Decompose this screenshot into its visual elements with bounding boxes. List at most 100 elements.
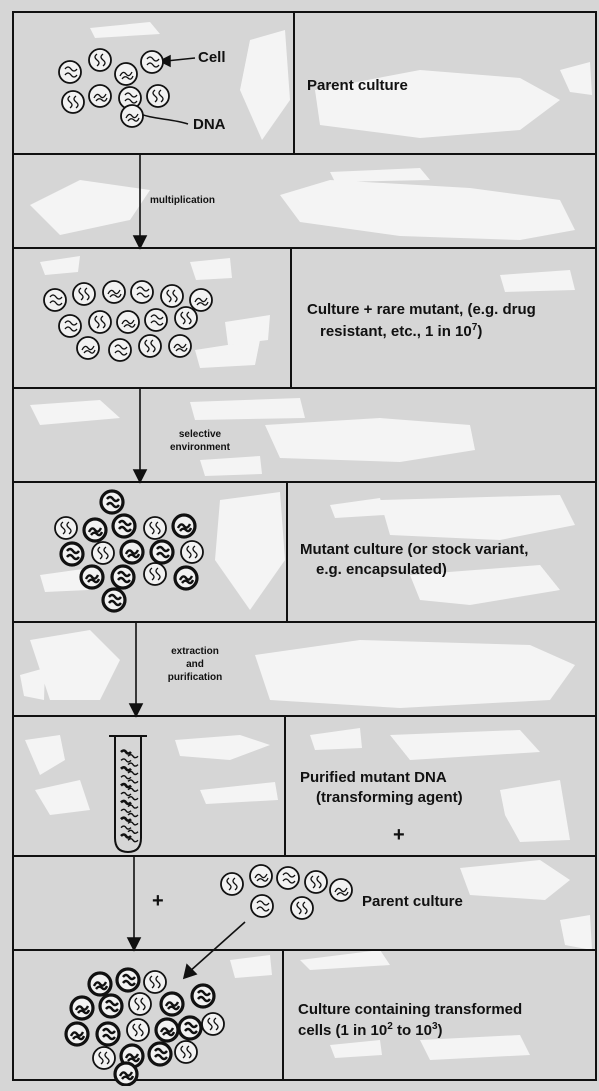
cell — [329, 878, 353, 902]
cell — [98, 993, 124, 1019]
dna-label: DNA — [193, 116, 226, 133]
cell — [58, 60, 82, 84]
cell — [304, 870, 328, 894]
extraction-line2: and — [186, 659, 204, 670]
dna-fragment — [127, 754, 139, 759]
parent-culture-2-label: Parent culture — [362, 893, 463, 910]
cell-clusters — [43, 48, 353, 1087]
cell — [87, 971, 113, 997]
cell — [91, 541, 115, 565]
cell — [180, 540, 204, 564]
dna-fragment — [120, 791, 132, 797]
dna-fragment — [127, 796, 139, 801]
multiplication-label: multiplication — [150, 195, 215, 206]
cell — [72, 282, 96, 306]
cell — [171, 513, 197, 539]
selective-line2: environment — [169, 442, 230, 453]
dna-fragments-in-tube — [120, 749, 139, 843]
dna-fragment — [120, 758, 132, 763]
cell — [114, 62, 138, 86]
dna-fragment — [127, 821, 139, 826]
transformed-line1: Culture containing transformed — [298, 1001, 523, 1018]
cell-label: Cell — [198, 49, 226, 66]
cell — [113, 1061, 139, 1087]
cell — [88, 84, 112, 108]
dna-fragment — [120, 766, 132, 772]
cell — [54, 516, 78, 540]
cell — [116, 310, 140, 334]
process-arrows — [126, 154, 246, 980]
dna-fragment — [127, 770, 139, 776]
cell — [82, 517, 108, 543]
plus-sign-right: + — [393, 824, 405, 846]
cell — [143, 516, 167, 540]
cell — [154, 1017, 180, 1043]
rare-mutant-exponent: 7 — [471, 322, 478, 333]
extraction-label: extraction and purification — [145, 645, 245, 684]
dna-fragment — [120, 782, 132, 789]
transformed-text-b: to 10 — [392, 1022, 432, 1039]
extraction-line1: extraction — [171, 646, 219, 657]
mutant-culture-line1: Mutant culture (or stock variant, — [300, 541, 529, 558]
cell — [61, 90, 85, 114]
cell — [118, 86, 142, 110]
cell — [220, 872, 244, 896]
selective-environment-label: selective environment — [150, 428, 250, 454]
selective-line1: selective — [178, 429, 222, 440]
dna-fragment — [120, 775, 132, 780]
cell — [130, 280, 154, 304]
cell — [250, 894, 274, 918]
cell — [146, 84, 170, 108]
transformed-text-a: cells (1 in 10 — [298, 1022, 388, 1039]
dna-fragment — [120, 833, 132, 839]
cell — [92, 1046, 116, 1070]
dna-fragment — [127, 804, 139, 809]
test-tube — [109, 735, 147, 854]
rare-mutant-close: ) — [477, 323, 483, 340]
cell — [249, 864, 273, 888]
transformed-text-c: ) — [437, 1022, 443, 1039]
cell — [177, 1015, 203, 1041]
cell — [88, 48, 112, 72]
cell — [99, 489, 125, 515]
cell — [115, 967, 141, 993]
dna-fragment — [127, 838, 139, 843]
cell — [174, 306, 198, 330]
cell — [143, 562, 167, 586]
cell — [143, 970, 167, 994]
cell — [102, 280, 126, 304]
plus-sign-left: + — [152, 890, 164, 912]
cell — [88, 310, 112, 334]
cell — [168, 334, 192, 358]
rare-mutant-line1: Culture + rare mutant, (e.g. drug — [307, 301, 536, 318]
cell — [120, 104, 144, 128]
dna-fragment — [127, 762, 139, 767]
cell — [190, 983, 216, 1009]
purified-dna-line1: Purified mutant DNA — [300, 769, 447, 786]
transformed-exp-2: 3 — [431, 1021, 438, 1032]
dna-fragment — [120, 816, 132, 822]
dna-fragment — [120, 808, 132, 813]
parent-culture-label: Parent culture — [307, 77, 408, 94]
cell — [147, 1041, 173, 1067]
mutant-culture-line2: e.g. encapsulated) — [316, 561, 447, 578]
cell — [76, 336, 100, 360]
cell — [144, 308, 168, 332]
cell — [149, 539, 175, 565]
transformed-line2: cells (1 in 102 to 103) — [298, 1021, 443, 1040]
dna-fragment — [127, 787, 139, 792]
rare-mutant-line2: resistant, etc., 1 in 107) — [320, 322, 482, 341]
cell — [174, 1040, 198, 1064]
dna-fragment — [127, 829, 139, 834]
cell — [79, 564, 105, 590]
cell — [43, 288, 67, 312]
cell — [108, 338, 132, 362]
dna-fragment — [127, 812, 139, 818]
cell — [69, 995, 95, 1021]
dna-fragment — [120, 825, 132, 830]
rare-mutant-text: resistant, etc., 1 in 10 — [320, 323, 472, 340]
dna-fragment — [127, 779, 139, 784]
dna-fragment — [120, 749, 132, 755]
